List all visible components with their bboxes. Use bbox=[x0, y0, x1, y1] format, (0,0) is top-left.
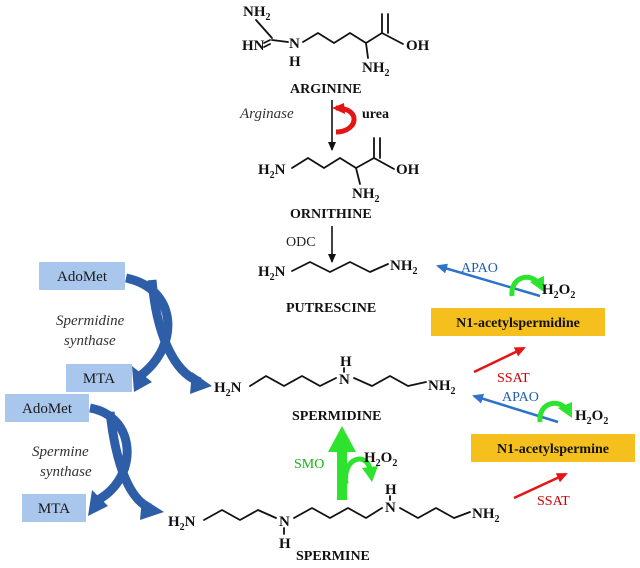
spermine-structure: H2N N H H N NH2 SPERMINE bbox=[168, 482, 500, 564]
arginine-acid: OH bbox=[406, 38, 430, 54]
spermidine-bonds bbox=[249, 367, 427, 387]
adomet-box-top bbox=[39, 262, 125, 290]
mta-label-bottom: MTA bbox=[38, 501, 70, 517]
apao-label-bottom: APAO bbox=[502, 390, 539, 405]
adomet-label-bottom: AdoMet bbox=[22, 401, 73, 417]
spermine-n1: N bbox=[279, 514, 290, 530]
putrescine-right-amine: NH2 bbox=[390, 258, 418, 277]
ornithine-structure: H2N OH NH2 ORNITHINE bbox=[258, 137, 420, 222]
spermidine-right-amine: NH2 bbox=[428, 378, 456, 397]
arginine-label: ARGININE bbox=[290, 82, 362, 97]
h2o2-arrow-mid-head bbox=[558, 402, 572, 418]
spermine-n2-h: H bbox=[385, 482, 397, 498]
ornithine-alpha-amine: NH2 bbox=[352, 186, 380, 205]
mta-box-bottom bbox=[22, 494, 86, 522]
putrescine-bonds bbox=[291, 261, 389, 273]
apao-label-top: APAO bbox=[461, 261, 498, 276]
n1-acetylspermidine-label: N1-acetylspermidine bbox=[456, 316, 580, 331]
spermidine-left-amine: H2N bbox=[214, 380, 242, 399]
ornithine-left-amine: H2N bbox=[258, 162, 286, 181]
h2o2-arrow-top-head bbox=[530, 276, 544, 292]
ssat-label-bottom: SSAT bbox=[537, 494, 570, 509]
ornithine-acid: OH bbox=[396, 162, 420, 178]
h2o2-smo: H2O2 bbox=[364, 450, 397, 469]
arginine-guanidino-n: N bbox=[289, 36, 300, 52]
mta-label-top: MTA bbox=[83, 371, 115, 387]
spermine-right-amine: NH2 bbox=[472, 506, 500, 525]
arginine-alpha-amine: NH2 bbox=[362, 60, 390, 79]
adomet-box-bottom bbox=[5, 394, 89, 422]
spermidine-synthase-line2: synthase bbox=[64, 333, 116, 349]
spermidine-mid-h: H bbox=[340, 354, 352, 370]
spermidine-mid-n: N bbox=[339, 372, 350, 388]
h2o2-top: H2O2 bbox=[542, 282, 575, 301]
n1-acetylspermine-label: N1-acetylspermine bbox=[497, 442, 609, 457]
spermidine-synthase-line1: Spermidine bbox=[56, 313, 125, 329]
arginine-nh-h: H bbox=[289, 54, 301, 70]
urea-label: urea bbox=[362, 107, 389, 122]
spermine-left-amine: H2N bbox=[168, 514, 196, 533]
spermine-n1-h: H bbox=[279, 536, 291, 552]
smo-arrow bbox=[328, 426, 378, 500]
spermine-bonds bbox=[203, 495, 471, 535]
ssat-label-top: SSAT bbox=[497, 371, 530, 386]
spermine-synthase-line2: synthase bbox=[40, 464, 92, 480]
putrescine-left-amine: H2N bbox=[258, 264, 286, 283]
arginine-imine: HN bbox=[242, 38, 265, 54]
n1-acetylspermine-box bbox=[471, 434, 635, 462]
ornithine-bonds bbox=[291, 137, 395, 185]
arginine-bonds bbox=[255, 13, 404, 59]
putrescine-structure: H2N NH2 PUTRESCINE bbox=[258, 258, 418, 316]
spermidine-label: SPERMIDINE bbox=[292, 409, 381, 424]
arginine-top-amine: NH2 bbox=[243, 4, 271, 23]
arginase-label: Arginase bbox=[239, 106, 294, 122]
spermine-synthase-arrows bbox=[88, 403, 164, 520]
spermidine-synthase-arrows bbox=[124, 273, 212, 394]
n1-acetylspermidine-box bbox=[431, 308, 605, 336]
spermine-n2: N bbox=[385, 500, 396, 516]
ornithine-label: ORNITHINE bbox=[290, 207, 372, 222]
adomet-label-top: AdoMet bbox=[57, 269, 108, 285]
ssat-arrow-top bbox=[473, 346, 526, 374]
smo-label: SMO bbox=[294, 457, 324, 472]
spermidine-structure: H2N H N NH2 SPERMIDINE bbox=[214, 354, 456, 424]
arginine-structure: NH2 HN N H OH NH2 ARGININE bbox=[242, 4, 430, 97]
odc-label: ODC bbox=[286, 235, 316, 250]
ssat-arrow-bottom bbox=[513, 472, 568, 500]
h2o2-mid: H2O2 bbox=[575, 408, 608, 427]
putrescine-label: PUTRESCINE bbox=[286, 301, 376, 316]
spermine-label: SPERMINE bbox=[296, 549, 370, 564]
apao-arrow-top bbox=[436, 263, 541, 298]
mta-box-top bbox=[66, 364, 132, 392]
urea-arrow-head bbox=[332, 103, 345, 114]
apao-arrow-bottom bbox=[472, 393, 559, 424]
urea-arrow bbox=[335, 105, 357, 135]
spermine-synthase-line1: Spermine bbox=[32, 444, 89, 460]
